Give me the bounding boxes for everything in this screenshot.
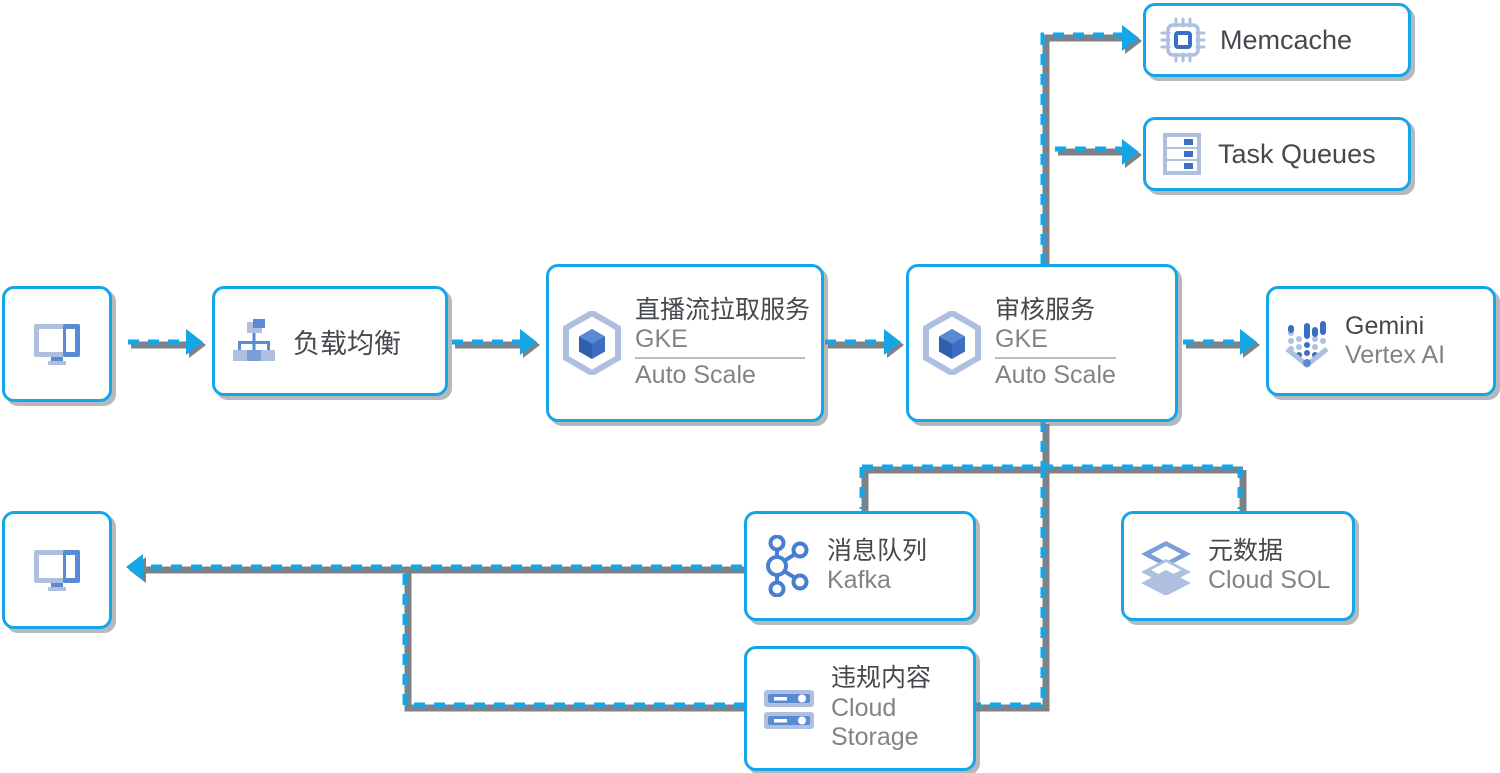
- wire-lb-to-stream-puller: [452, 329, 540, 358]
- node-memcache-labels: Memcache: [1220, 25, 1352, 56]
- task-queue-icon: [1160, 131, 1204, 177]
- wire-violation-store-to-client-path: [402, 567, 748, 712]
- node-metadata-db[interactable]: 元数据 Cloud SOL: [1121, 511, 1355, 621]
- node-violation-store-labels: 违规内容 Cloud Storage: [831, 664, 957, 753]
- chip-icon: [1160, 17, 1206, 63]
- node-gemini-subtitle: Vertex AI: [1345, 341, 1446, 369]
- node-moderation-service-title: 审核服务: [995, 295, 1096, 324]
- wire-moderation-to-bottom-bus: [859, 421, 1247, 512]
- wire-moderation-to-gemini: [1183, 329, 1260, 358]
- node-gemini-labels: Gemini Vertex AI: [1345, 312, 1445, 371]
- node-load-balancer-title: 负载均衡: [293, 328, 401, 359]
- node-stream-puller-scale: Auto Scale: [635, 360, 756, 389]
- node-violation-store[interactable]: 违规内容 Cloud Storage: [744, 646, 976, 771]
- node-gemini-title: Gemini: [1345, 311, 1425, 340]
- monitor-icon: [30, 546, 84, 594]
- node-message-queue[interactable]: 消息队列 Kafka: [744, 511, 976, 621]
- wire-to-task-queues: [1055, 139, 1142, 168]
- storage-icon: [761, 683, 817, 735]
- node-load-balancer[interactable]: 负载均衡: [212, 286, 448, 396]
- node-client-top[interactable]: [2, 286, 112, 402]
- node-load-balancer-labels: 负载均衡: [293, 322, 401, 361]
- monitor-icon: [30, 320, 84, 368]
- node-metadata-db-labels: 元数据 Cloud SOL: [1208, 537, 1330, 596]
- gke-icon: [923, 311, 981, 375]
- wire-kafka-to-client-bottom: [126, 554, 745, 583]
- node-violation-store-subtitle: Cloud Storage: [831, 693, 919, 752]
- node-message-queue-title: 消息队列: [827, 536, 928, 565]
- node-client-bottom[interactable]: [2, 511, 112, 629]
- wire-client-to-lb: [128, 329, 206, 358]
- node-metadata-db-title: 元数据: [1208, 536, 1284, 565]
- node-stream-puller-labels: 直播流拉取服务 GKE Auto Scale: [635, 295, 811, 391]
- node-message-queue-subtitle: Kafka: [827, 566, 891, 594]
- gke-icon: [563, 311, 621, 375]
- node-violation-store-title: 违规内容: [831, 664, 932, 693]
- database-icon: [1138, 537, 1194, 595]
- pubsub-icon: [761, 535, 813, 597]
- node-task-queues[interactable]: Task Queues: [1143, 117, 1411, 191]
- node-gemini[interactable]: Gemini Vertex AI: [1266, 286, 1496, 396]
- node-task-queues-labels: Task Queues: [1218, 139, 1376, 170]
- node-moderation-service[interactable]: 审核服务 GKE Auto Scale: [906, 264, 1178, 422]
- node-memcache-title: Memcache: [1220, 24, 1353, 55]
- node-stream-puller-title: 直播流拉取服务: [635, 295, 811, 324]
- node-stream-puller-subtitle: GKE: [635, 325, 805, 359]
- node-message-queue-labels: 消息队列 Kafka: [827, 537, 927, 596]
- wire-moderation-to-violation-store: [972, 467, 1050, 712]
- wire-stream-puller-to-moderation: [825, 329, 904, 358]
- node-moderation-service-labels: 审核服务 GKE Auto Scale: [995, 296, 1116, 391]
- node-metadata-db-subtitle: Cloud SOL: [1208, 566, 1331, 594]
- node-memcache[interactable]: Memcache: [1143, 3, 1411, 77]
- wire-moderation-to-memcache: [1040, 25, 1142, 268]
- load-balancer-icon: [229, 316, 279, 366]
- node-moderation-service-scale: Auto Scale: [995, 360, 1116, 389]
- node-moderation-service-subtitle: GKE: [995, 325, 1116, 359]
- vertex-ai-icon: [1283, 313, 1331, 369]
- node-task-queues-title: Task Queues: [1218, 138, 1376, 169]
- node-stream-puller[interactable]: 直播流拉取服务 GKE Auto Scale: [546, 264, 824, 422]
